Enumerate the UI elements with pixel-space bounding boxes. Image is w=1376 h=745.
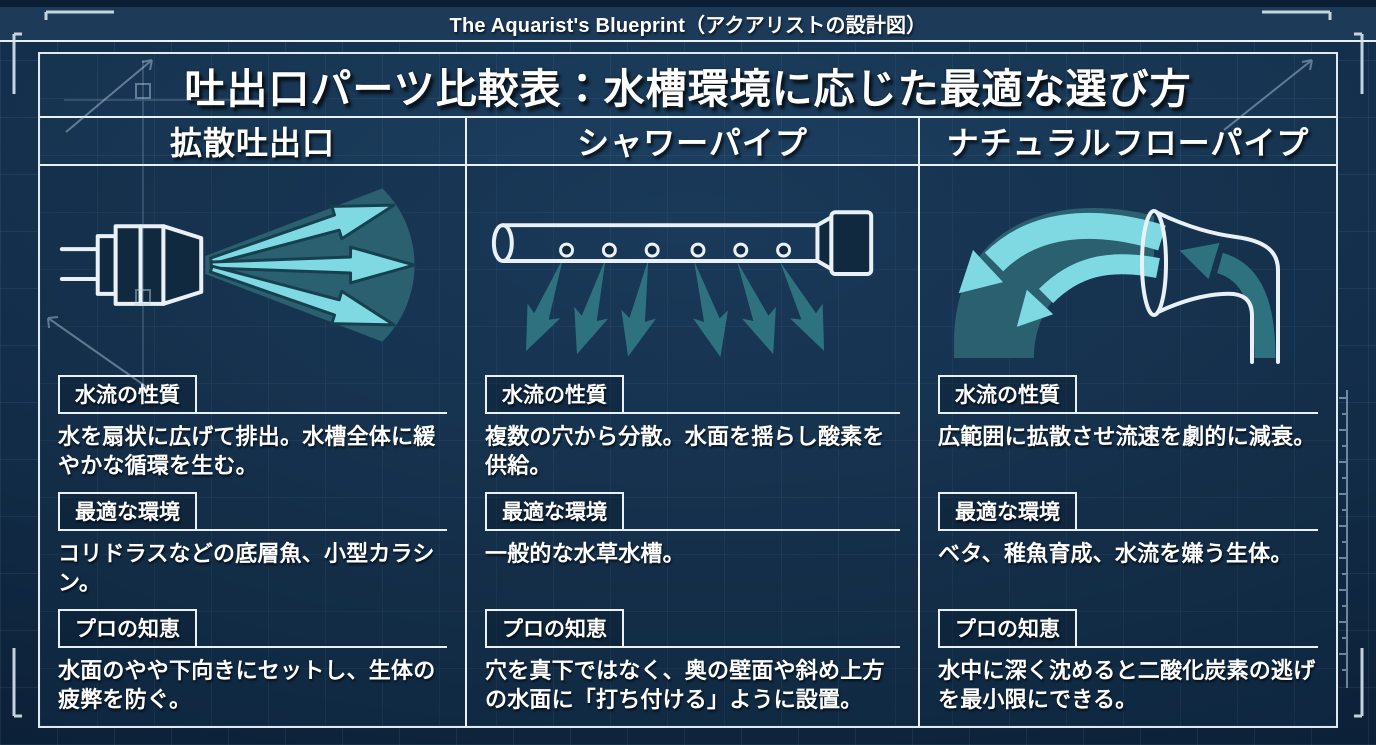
shower-pipe-illustration bbox=[467, 166, 918, 371]
section-body: 穴を真下ではなく、奥の壁面や斜め上方の水面に「打ち付ける」ように設置。 bbox=[485, 657, 885, 712]
natural-flow-pipe-illustration bbox=[920, 166, 1336, 371]
sections-diffusion-outlet: 水流の性質 水を扇状に広げて排出。水槽全体に緩やかな循環を生む。 最適な環境 コ… bbox=[58, 371, 447, 714]
sections-shower-pipe: 水流の性質 複数の穴から分散。水面を揺らし酸素を供給。 最適な環境 一般的な水草… bbox=[485, 371, 900, 714]
column-shower-pipe: 水流の性質 複数の穴から分散。水面を揺らし酸素を供給。 最適な環境 一般的な水草… bbox=[467, 165, 920, 726]
spray-arrows bbox=[526, 258, 825, 357]
top-banner-text: The Aquarist's Blueprint（アクアリストの設計図） bbox=[449, 15, 927, 37]
sections-natural-flow-pipe: 水流の性質 広範囲に拡散させ流速を劇的に減衰。 最適な環境 ベタ、稚魚育成、水流… bbox=[938, 371, 1318, 714]
section-body: ベタ、稚魚育成、水流を嫌う生体。 bbox=[938, 540, 1293, 566]
section-label: 水流の性質 bbox=[938, 374, 1077, 414]
pipe-holes bbox=[559, 242, 792, 258]
section-best-environment: 最適な環境 ベタ、稚魚育成、水流を嫌う生体。 bbox=[938, 491, 1318, 597]
section-body: 広範囲に拡散させ流速を劇的に減衰。 bbox=[938, 423, 1316, 449]
section-body: 水を扇状に広げて排出。水槽全体に緩やかな循環を生む。 bbox=[58, 423, 436, 478]
page-title: 吐出口パーツ比較表：水槽環境に応じた最適な選び方 bbox=[184, 65, 1192, 112]
horn-outline bbox=[1140, 208, 1280, 364]
section-label: プロの知恵 bbox=[58, 608, 197, 648]
section-label: 最適な環境 bbox=[485, 491, 624, 531]
natural-flow-pipe-icon bbox=[954, 207, 1280, 364]
section-body: 複数の穴から分散。水面を揺らし酸素を供給。 bbox=[485, 423, 885, 478]
section-pro-tip: プロの知恵 水面のやや下向きにセットし、生体の疲弊を防ぐ。 bbox=[58, 608, 447, 714]
top-banner: The Aquarist's Blueprint（アクアリストの設計図） bbox=[0, 0, 1376, 42]
section-best-environment: 最適な環境 コリドラスなどの底層魚、小型カラシン。 bbox=[58, 491, 447, 597]
section-body: 水面のやや下向きにセットし、生体の疲弊を防ぐ。 bbox=[58, 657, 436, 712]
section-label: 水流の性質 bbox=[58, 374, 197, 414]
column-diffusion-outlet: 水流の性質 水を扇状に広げて排出。水槽全体に緩やかな循環を生む。 最適な環境 コ… bbox=[40, 165, 467, 726]
diffusion-outlet-icon bbox=[59, 188, 416, 342]
flow-arrows bbox=[208, 203, 416, 327]
ruler-ticks bbox=[1339, 390, 1348, 688]
section-label: プロの知恵 bbox=[938, 608, 1077, 648]
section-flow-character: 水流の性質 複数の穴から分散。水面を揺らし酸素を供給。 bbox=[485, 374, 900, 480]
section-label: 最適な環境 bbox=[938, 491, 1077, 531]
section-pro-tip: プロの知恵 水中に深く沈めると二酸化炭素の逃げを最小限にできる。 bbox=[938, 608, 1318, 714]
shower-pipe-icon bbox=[491, 210, 874, 357]
section-label: プロの知恵 bbox=[485, 608, 624, 648]
column-header-diffusion-outlet: 拡散吐出口 bbox=[40, 117, 467, 164]
section-flow-character: 水流の性質 水を扇状に広げて排出。水槽全体に緩やかな循環を生む。 bbox=[58, 374, 447, 480]
comparison-table-frame: 吐出口パーツ比較表：水槽環境に応じた最適な選び方 拡散吐出口 シャワーパイプ ナ… bbox=[38, 52, 1338, 728]
section-label: 水流の性質 bbox=[485, 374, 624, 414]
comparison-table-body: 水流の性質 水を扇状に広げて排出。水槽全体に緩やかな循環を生む。 最適な環境 コ… bbox=[40, 165, 1336, 726]
column-header-natural-flow-pipe: ナチュラルフローパイプ bbox=[946, 124, 1310, 161]
column-header-band: 拡散吐出口 シャワーパイプ ナチュラルフローパイプ bbox=[40, 115, 1336, 166]
column-header-shower-pipe: シャワーパイプ bbox=[467, 117, 920, 164]
nozzle-outline bbox=[59, 224, 204, 306]
section-flow-character: 水流の性質 広範囲に拡散させ流速を劇的に減衰。 bbox=[938, 374, 1318, 480]
column-natural-flow-pipe: 水流の性質 広範囲に拡散させ流速を劇的に減衰。 最適な環境 ベタ、稚魚育成、水流… bbox=[920, 165, 1336, 726]
outflow-arrows bbox=[958, 212, 1166, 327]
diffusion-outlet-illustration bbox=[40, 166, 465, 371]
section-label: 最適な環境 bbox=[58, 491, 197, 531]
intake-arrow bbox=[1179, 242, 1276, 358]
pipe-outline bbox=[491, 210, 874, 276]
section-body: コリドラスなどの底層魚、小型カラシン。 bbox=[58, 540, 435, 595]
section-best-environment: 最適な環境 一般的な水草水槽。 bbox=[485, 491, 900, 597]
section-body: 水中に深く沈めると二酸化炭素の逃げを最小限にできる。 bbox=[938, 657, 1316, 712]
section-pro-tip: プロの知恵 穴を真下ではなく、奥の壁面や斜め上方の水面に「打ち付ける」ように設置… bbox=[485, 608, 900, 714]
section-body: 一般的な水草水槽。 bbox=[485, 540, 685, 566]
